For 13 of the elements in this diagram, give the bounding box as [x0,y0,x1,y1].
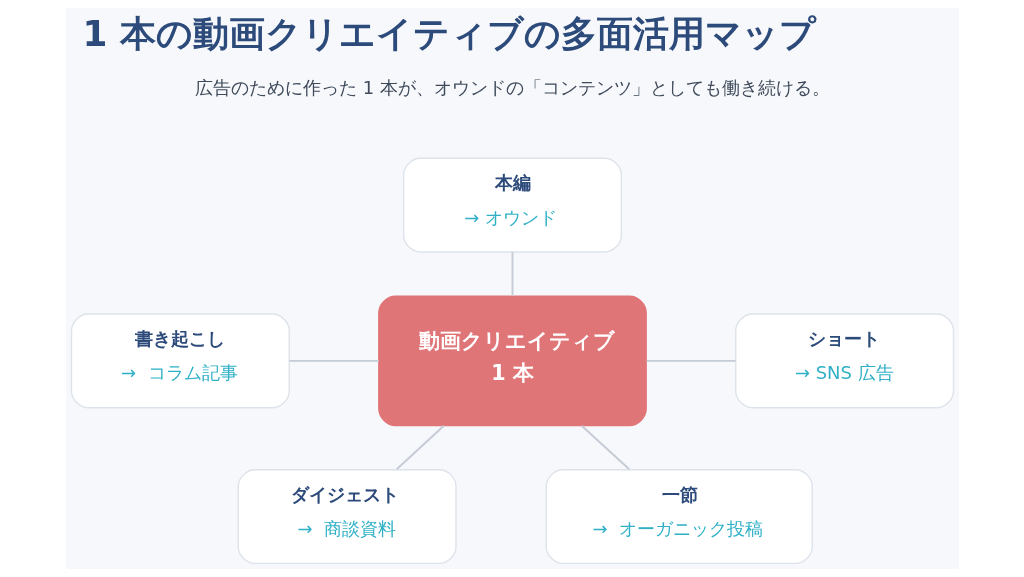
label: 広告のために作った 1 本が、オウンドの「コンテンツ」としても働き続ける。 [194,77,830,99]
node-box: ショート → SNS 広告 [734,313,954,409]
connector [511,251,513,297]
connector [395,424,445,471]
node-box: ダイジェスト → 商談資料 [237,469,457,565]
node-box: 書き起こし → コラム記事 [70,313,290,409]
node-box: 動画クリエイティブ 1 本 [377,295,647,427]
connector [645,359,737,362]
connector [580,424,630,471]
connector [287,359,380,362]
diagram-title: 1 本の動画クリエイティブの多面活用マップ [82,13,816,55]
node-box: 一節 → オーガニック投稿 [545,469,813,565]
node-box: 本編 → オウンド [402,157,622,253]
